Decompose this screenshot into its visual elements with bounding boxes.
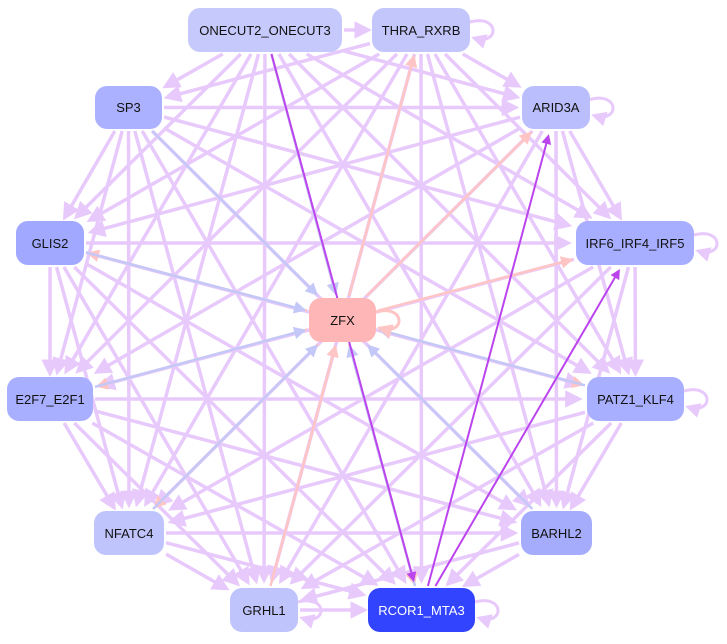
edge-BA-ZF (366, 344, 534, 510)
self-loop-AR (589, 96, 615, 127)
node-label: BARHL2 (531, 525, 582, 541)
node-label: SP3 (116, 100, 141, 115)
node-zfx[interactable]: ZFX (309, 298, 376, 342)
edge-IR-NF (168, 265, 594, 511)
edge-GL-ZF (85, 251, 307, 314)
node-sp3[interactable]: SP3 (95, 86, 162, 129)
edge-SP-IR (163, 115, 573, 231)
edge-NF-RC (165, 541, 367, 600)
node-rcor1-mta3[interactable]: RCOR1_MTA3 (368, 588, 475, 632)
edge-TH-NF (144, 53, 409, 507)
self-loop-RC (474, 599, 500, 629)
self-loop-GR (297, 599, 323, 629)
node-label: ZFX (330, 312, 355, 328)
node-grhl1[interactable]: GRHL1 (230, 588, 298, 632)
edge-SP-PA (163, 126, 592, 374)
edge-PA-RC (445, 421, 613, 587)
edge-NF-GR (165, 552, 230, 591)
self-loop-PA (683, 388, 709, 418)
node-label: NFATC4 (104, 525, 154, 541)
edge-GR-ZF (269, 344, 339, 587)
edge-TH-AR (461, 52, 522, 88)
edge-RC-IR (434, 268, 620, 587)
edge-GL-BA (85, 262, 517, 511)
edge-IR-GR (289, 265, 612, 585)
edge-ON-SP (162, 52, 224, 89)
edge-BA-RC (461, 552, 520, 587)
node-label: ARID3A (532, 100, 580, 115)
node-label: IRF6_IRF4_IRF5 (585, 235, 685, 251)
node-label: GRHL1 (242, 602, 286, 618)
node-patz1-klf4[interactable]: PATZ1_KLF4 (587, 377, 684, 421)
edge-ZF-TH (347, 54, 418, 297)
node-label: RCOR1_MTA3 (378, 602, 465, 618)
edge-E2-NF (62, 422, 116, 511)
edge-ZF-AR (365, 131, 533, 297)
edge-AR-GR (279, 130, 544, 585)
node-label: PATZ1_KLF4 (597, 391, 674, 407)
node-glis2[interactable]: GLIS2 (16, 221, 84, 265)
node-nfatc4[interactable]: NFATC4 (94, 511, 164, 555)
self-loop-ZF (375, 309, 401, 339)
node-barhl2[interactable]: BARHL2 (521, 511, 592, 555)
self-loop-TH (469, 19, 495, 49)
edge-E2-ZF (94, 326, 307, 389)
edge-AR-IR (568, 130, 622, 221)
node-label: E2F7_E2F1 (15, 391, 85, 407)
edge-PA-ZF (378, 326, 586, 387)
node-onecut2-onecut3[interactable]: ONECUT2_ONECUT3 (188, 8, 342, 52)
node-label: THRA_RXRB (381, 22, 461, 38)
edge-AR-E2 (93, 126, 521, 374)
edge-PA-BA (569, 422, 623, 511)
edge-NF-ZF (152, 344, 319, 510)
edge-SP-GL (62, 130, 117, 221)
node-label: ONECUT2_ONECUT3 (199, 22, 331, 38)
node-irf6-irf4-irf5[interactable]: IRF6_IRF4_IRF5 (576, 221, 694, 265)
edge-ZF-IR (377, 256, 574, 312)
edge-ON-GR (255, 53, 273, 584)
edge-PA-GR (300, 421, 595, 590)
edge-TH-SP (163, 41, 371, 103)
node-e2f7-e2f1[interactable]: E2F7_E2F1 (7, 377, 93, 421)
node-arid3a[interactable]: ARID3A (522, 86, 590, 129)
edge-GL-GR (62, 266, 250, 586)
edge-E2-BA (94, 409, 518, 527)
edge-RC-AR (426, 134, 552, 587)
edge-AR-GL (87, 115, 521, 237)
node-label: GLIS2 (31, 235, 69, 251)
edge-PA-NF (167, 410, 586, 527)
self-loop-IR (693, 232, 719, 262)
edge-SP-ZF (151, 130, 318, 296)
node-thra-rxrb[interactable]: THRA_RXRB (372, 8, 470, 52)
edge-GL-RC (73, 265, 396, 585)
edge-SP-RC (140, 130, 407, 584)
